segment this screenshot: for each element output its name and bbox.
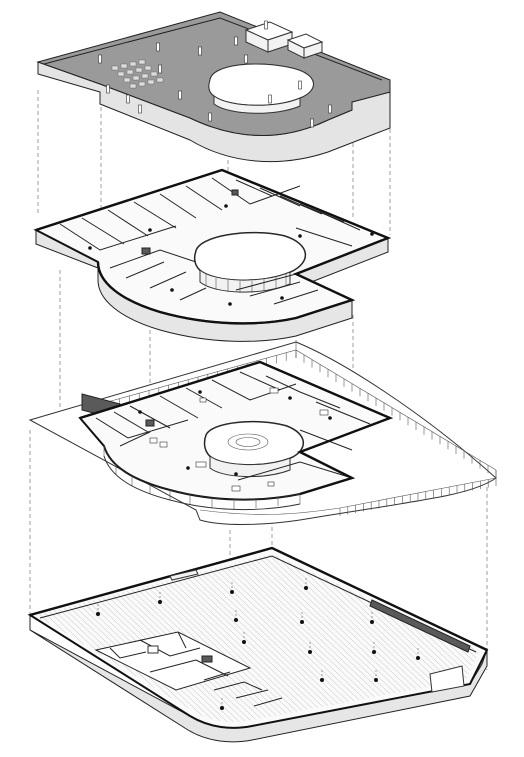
column <box>198 46 202 56</box>
column <box>138 410 142 414</box>
column <box>234 472 238 476</box>
basement-entrance <box>429 665 465 693</box>
ground-railing-front <box>199 477 497 515</box>
column <box>298 234 302 238</box>
column <box>304 586 308 590</box>
column <box>370 620 374 624</box>
ground-furniture <box>149 387 329 492</box>
column <box>416 656 420 660</box>
column <box>178 90 182 100</box>
column <box>126 94 130 104</box>
column <box>230 590 234 594</box>
column <box>244 54 248 64</box>
column <box>224 204 228 208</box>
column <box>208 112 212 122</box>
roof-courtyard-wall <box>213 95 301 114</box>
column <box>370 232 374 236</box>
column <box>186 466 190 470</box>
basement-core-2 <box>147 645 159 654</box>
column <box>170 288 174 292</box>
column <box>280 296 284 300</box>
column <box>158 64 162 74</box>
basement-outline <box>29 546 488 652</box>
column <box>198 390 202 394</box>
column <box>156 42 160 52</box>
column <box>234 36 238 46</box>
column <box>138 104 142 114</box>
ground-floor-partitions <box>95 371 371 481</box>
column <box>288 396 292 400</box>
column <box>98 54 102 64</box>
column <box>264 20 268 30</box>
column <box>96 612 100 616</box>
column <box>158 600 162 604</box>
column <box>234 618 238 622</box>
upper-core-2 <box>231 189 239 196</box>
column <box>328 416 332 420</box>
basement-columns <box>96 578 420 710</box>
upper-floor-columns <box>88 204 374 306</box>
ground-facade-mullions <box>103 446 301 511</box>
column <box>88 246 92 250</box>
upper-core-1 <box>141 247 151 255</box>
upper-courtyard-mullions <box>205 274 287 293</box>
column <box>308 650 312 654</box>
column <box>268 94 272 104</box>
column <box>148 228 152 232</box>
upper-floor-curved-facade <box>96 261 297 325</box>
courtyard-fountain-ring <box>227 433 269 451</box>
column <box>310 118 314 128</box>
column <box>328 104 332 114</box>
roof-level <box>36 11 391 163</box>
basement-ramp <box>369 599 471 653</box>
upper-floor-outline <box>35 168 392 320</box>
column <box>106 84 110 94</box>
ground-floor-columns <box>138 390 332 476</box>
column <box>242 640 246 644</box>
column <box>372 650 376 654</box>
basement-level <box>27 546 489 743</box>
column <box>298 80 302 90</box>
column <box>228 302 232 306</box>
column <box>320 678 324 682</box>
ground-courtyard-wall <box>209 454 291 477</box>
column <box>300 620 304 624</box>
roof-skylight-grid <box>111 59 164 89</box>
upper-floor-level <box>33 168 392 342</box>
ground-floor-outline <box>79 360 394 496</box>
column <box>220 706 224 710</box>
roof-columns <box>98 20 332 128</box>
ground-floor-level <box>28 341 497 525</box>
roof-parapet <box>43 17 383 81</box>
ground-core <box>145 419 155 427</box>
column <box>374 678 378 682</box>
basement-vent <box>169 569 199 581</box>
basement-rooms <box>94 631 283 707</box>
upper-courtyard-wall <box>199 268 291 293</box>
basement-core-1 <box>201 655 213 663</box>
basement-slab <box>27 546 489 729</box>
